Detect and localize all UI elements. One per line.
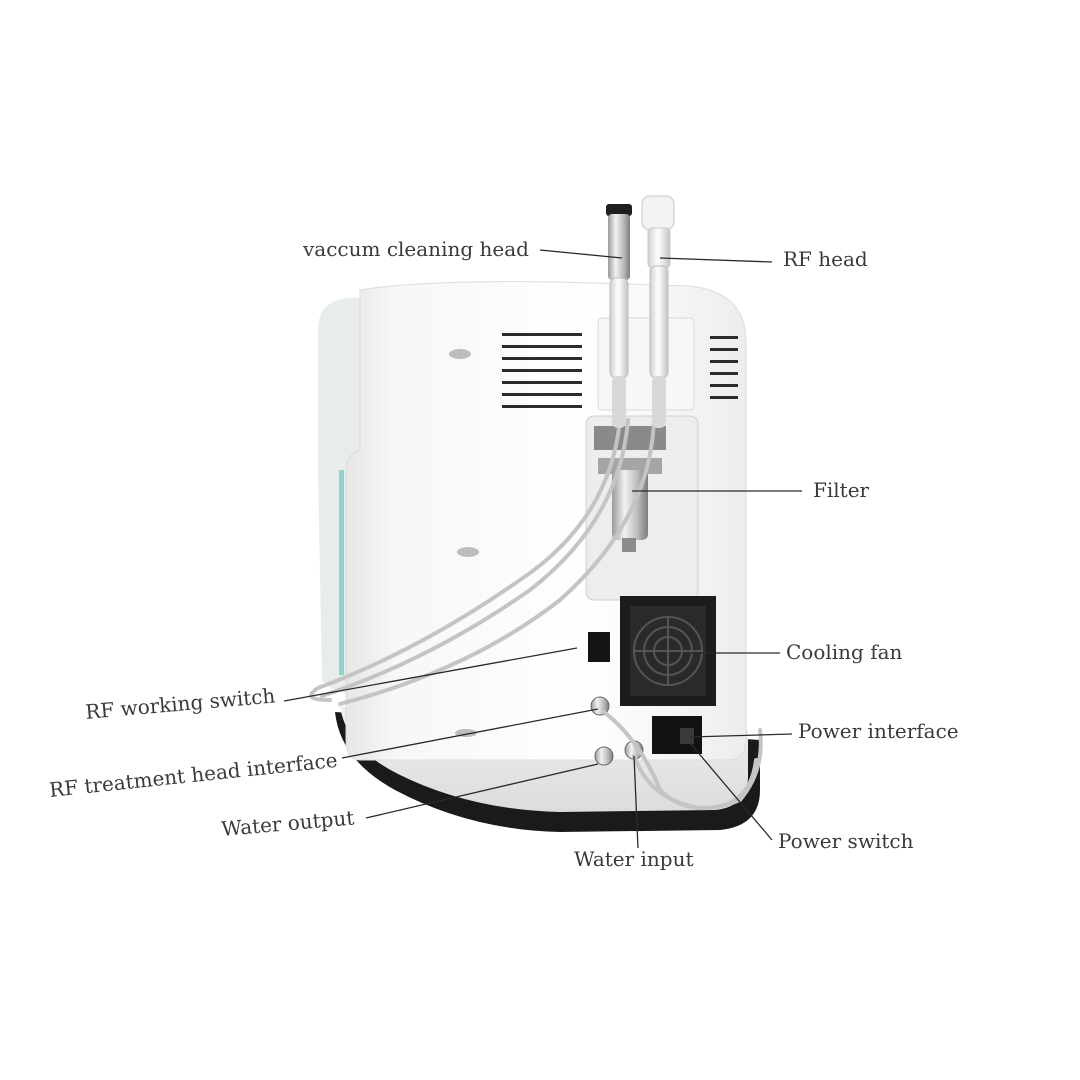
label-vaccum-cleaning-head: vaccum cleaning head [302, 237, 529, 261]
label-rf-working-switch: RF working switch [84, 683, 276, 724]
leader-power-switch [689, 742, 773, 841]
label-power-switch: Power switch [778, 829, 914, 853]
leader-water-output [365, 763, 599, 819]
leader-rf-treatment-head-interface [341, 708, 599, 759]
label-water-output: Water output [220, 805, 355, 841]
power-switch-rocker [680, 728, 694, 744]
leader-water-input [633, 755, 639, 849]
leader-power-interface [689, 733, 793, 738]
screw-oval [457, 547, 479, 557]
label-rf-head: RF head [783, 247, 868, 271]
leader-vaccum-cleaning-head [539, 249, 623, 259]
rf-handpiece [641, 195, 675, 428]
rf-working-switch [588, 632, 610, 662]
filter-nozzle [622, 538, 636, 552]
vent-grille-right [710, 336, 738, 399]
device-illustration [309, 195, 763, 832]
label-rf-treatment-head-interface: RF treatment head interface [48, 748, 339, 802]
label-power-interface: Power interface [798, 719, 959, 743]
water-output-connector [594, 746, 614, 766]
leader-rf-head [659, 257, 773, 263]
label-water-input: Water input [574, 847, 694, 871]
leader-lines [283, 249, 802, 849]
leader-rf-working-switch [283, 647, 578, 702]
cooling-fan-grille [633, 616, 703, 686]
teal-edge [339, 470, 344, 675]
vacuum-handpiece [606, 204, 632, 428]
vent-grille-left [502, 333, 582, 408]
label-filter: Filter [813, 478, 870, 502]
cables [309, 418, 763, 811]
screw-oval [449, 349, 471, 359]
label-cooling-fan: Cooling fan [786, 640, 903, 664]
